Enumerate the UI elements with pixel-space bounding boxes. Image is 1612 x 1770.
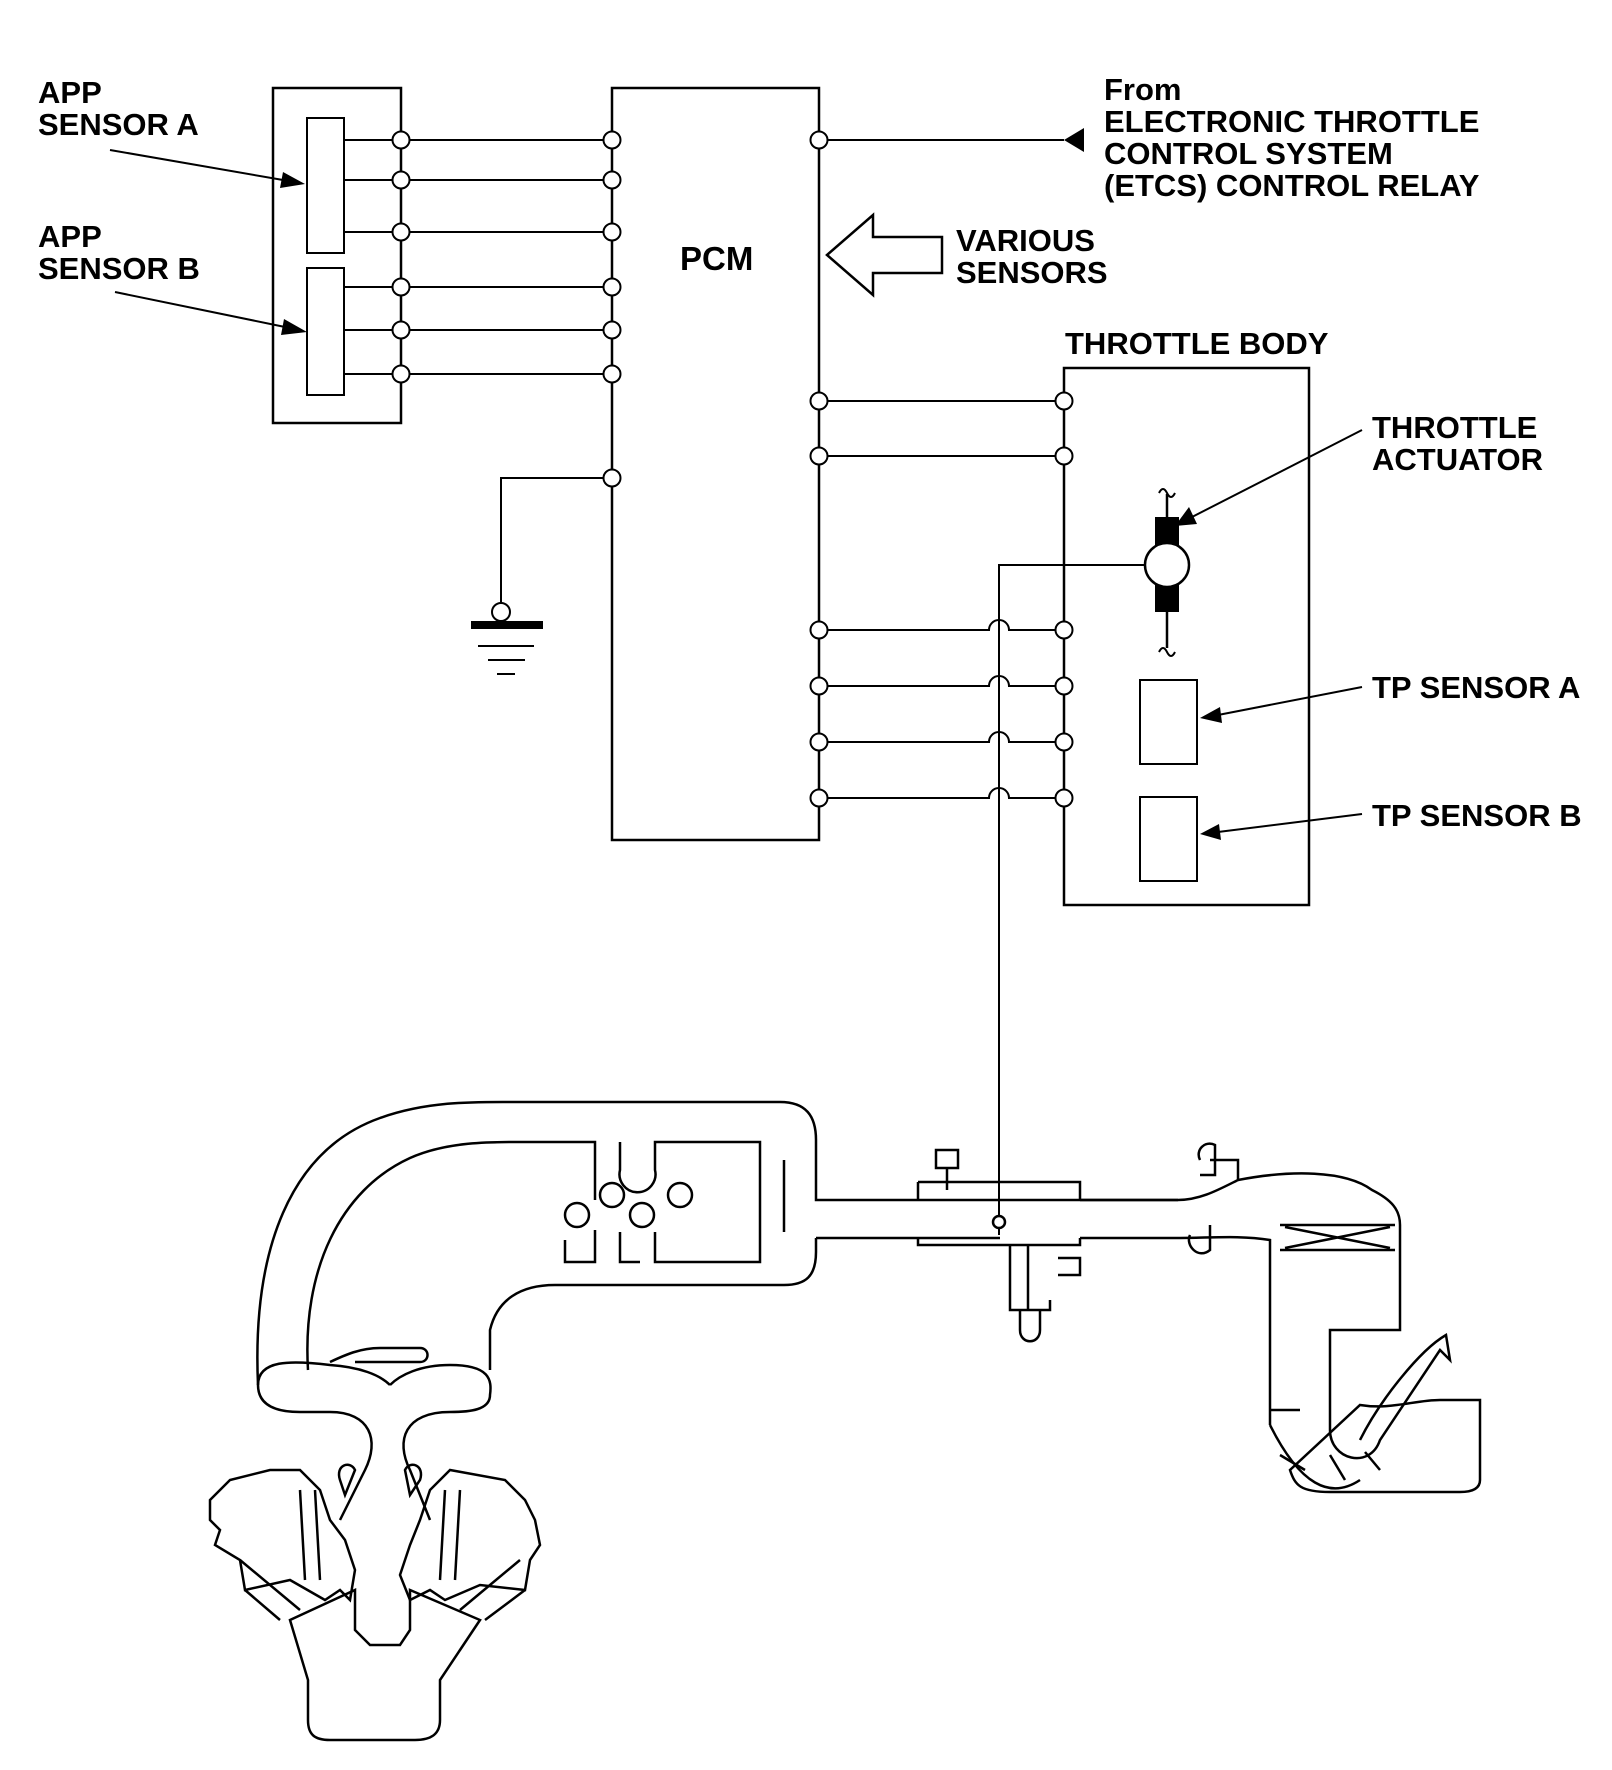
app-to-pcm-wires bbox=[400, 139, 612, 375]
app-sensor-assembly bbox=[271, 86, 403, 425]
tp-sensor-b-element bbox=[1139, 796, 1198, 882]
from-etcs-relay-label: From ELECTRONIC THROTTLE CONTROL SYSTEM … bbox=[1104, 72, 1488, 203]
pointer-arrows bbox=[109, 149, 1363, 833]
pcm-label: PCM bbox=[680, 240, 753, 277]
tp-sensor-b-label: TP SENSOR B bbox=[1372, 798, 1582, 833]
pcm-box bbox=[610, 86, 821, 842]
pcm-to-throttle-wires bbox=[819, 400, 1064, 799]
app-sensor-b-element bbox=[306, 267, 345, 396]
tp-sensor-a-element bbox=[1139, 679, 1198, 765]
tp-sensor-a-label: TP SENSOR A bbox=[1372, 670, 1580, 705]
connector-terminals bbox=[391, 130, 1074, 808]
throttle-body-label: THROTTLE BODY bbox=[1065, 326, 1329, 361]
ground-symbol bbox=[471, 621, 543, 675]
engine-intake-illustration bbox=[208, 1100, 1482, 1742]
app-sensor-a-element bbox=[306, 117, 345, 254]
actuator-link-wire bbox=[998, 564, 1148, 1235]
ground-wire bbox=[500, 477, 612, 612]
pointer-arrowheads bbox=[280, 128, 1222, 840]
throttle-actuator-motor bbox=[1143, 488, 1191, 657]
various-sensors-arrow bbox=[825, 212, 944, 298]
